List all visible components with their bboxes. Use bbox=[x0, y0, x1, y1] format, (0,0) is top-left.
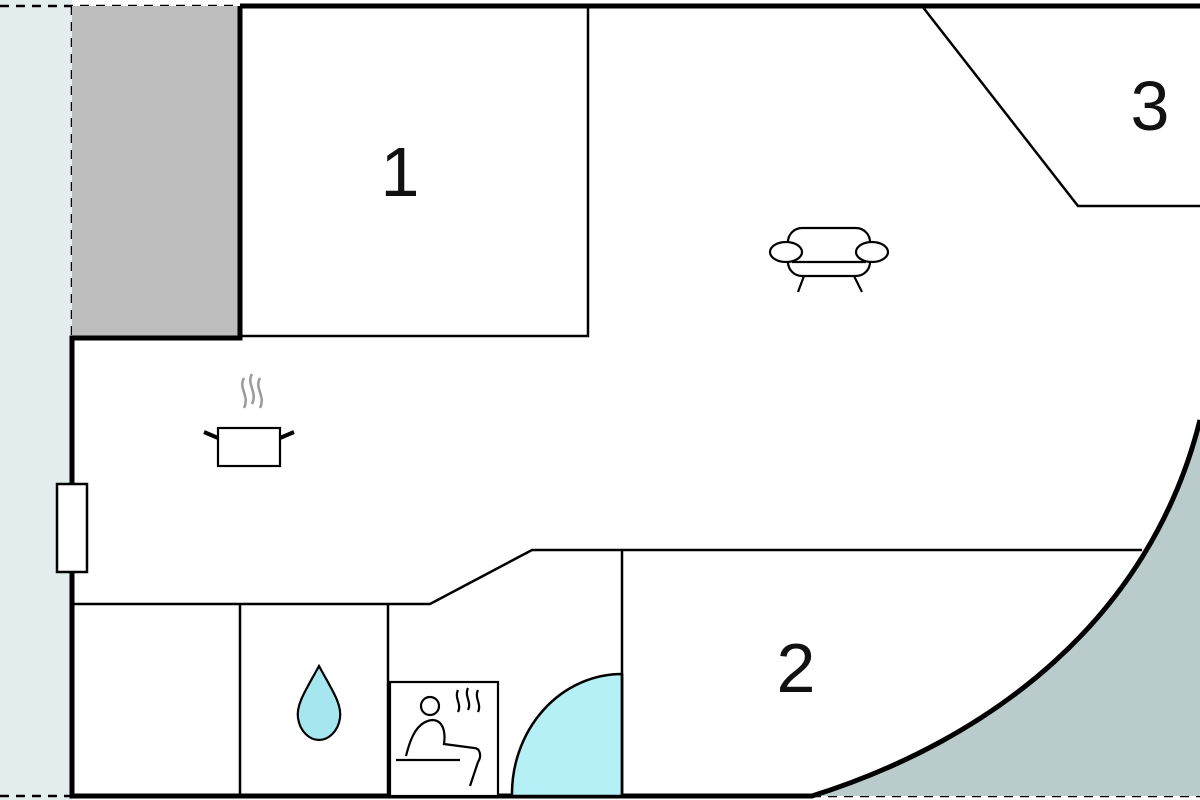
outer-wall bbox=[69, 3, 1200, 799]
storage-area bbox=[72, 6, 240, 338]
sofa-icon bbox=[768, 226, 890, 293]
water-drop-icon bbox=[296, 663, 342, 742]
room-label-1: 1 bbox=[381, 133, 420, 211]
garden-area bbox=[812, 420, 1200, 796]
outside-area bbox=[0, 0, 72, 800]
room-label-2: 2 bbox=[777, 629, 816, 707]
cooking-pot-icon bbox=[203, 373, 295, 468]
whirlpool-icon bbox=[510, 672, 624, 798]
interior-walls bbox=[72, 5, 1200, 796]
room-label-3: 3 bbox=[1131, 67, 1170, 145]
sauna-icon bbox=[388, 680, 500, 798]
window-icon bbox=[55, 482, 89, 574]
